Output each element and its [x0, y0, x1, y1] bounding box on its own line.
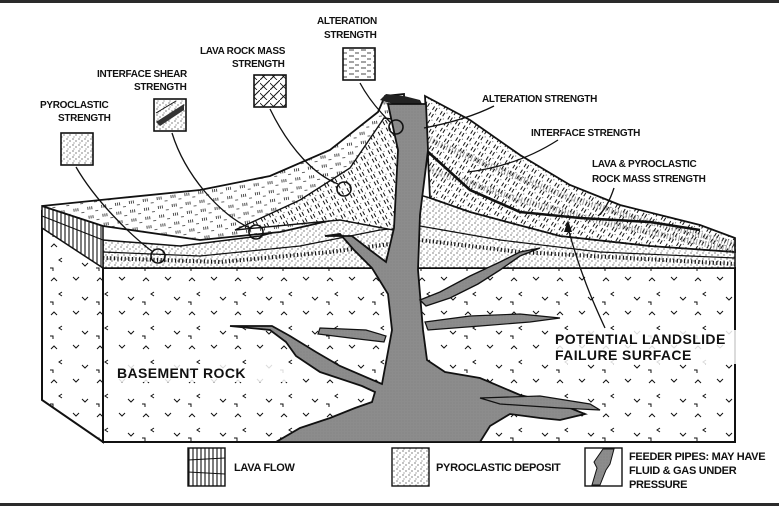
leader-lava-rock-mass [269, 108, 339, 185]
legend-label-feeder-pipes-3: PRESSURE [629, 479, 687, 491]
leader-interface-right [467, 139, 559, 173]
label-lava-rock-mass-1: LAVA ROCK MASS [200, 46, 286, 57]
label-failure-surface-2: FAILURE SURFACE [555, 347, 692, 363]
legend-item-feeder-pipes: FEEDER PIPES: MAY HAVE FLUID & GAS UNDER… [584, 447, 766, 491]
sample-points [150, 119, 404, 264]
leader-failure-surface [567, 227, 606, 329]
leader-lines [75, 82, 615, 329]
sample-point-alteration [388, 119, 404, 135]
label-interface-right: INTERFACE STRENGTH [531, 128, 640, 139]
swatch-interface-shear [153, 98, 187, 132]
label-pyroclastic-1: PYROCLASTIC [40, 100, 108, 111]
callout-swatches [60, 47, 376, 166]
legend-label-pyroclastic-deposit: PYROCLASTIC DEPOSIT [436, 462, 561, 474]
legend: LAVA FLOW PYROCLASTIC DEPOSIT FEEDER PIP… [187, 447, 766, 491]
label-interface-shear-1: INTERFACE SHEAR [97, 69, 188, 80]
label-alteration-top-2: STRENGTH [324, 30, 377, 41]
sample-point-interface-shear [248, 224, 264, 240]
leader-alteration-top [359, 82, 391, 123]
legend-label-lava-flow: LAVA FLOW [234, 462, 296, 474]
leader-pyroclastic [75, 166, 154, 253]
volcano-cone [41, 93, 736, 253]
leader-interface-shear [171, 132, 251, 229]
legend-item-pyroclastic-deposit: PYROCLASTIC DEPOSIT [391, 447, 561, 487]
sample-point-pyroclastic [150, 248, 166, 264]
pyroclastic-swatch-icon [391, 447, 430, 487]
label-interface-shear-2: STRENGTH [134, 82, 187, 93]
swatch-lava-rock-mass [253, 74, 287, 108]
swatch-pyroclastic [60, 132, 94, 166]
leader-lava-pyroclastic-right [597, 187, 615, 217]
label-alteration-right: ALTERATION STRENGTH [482, 94, 597, 105]
lava-flow-swatch-icon [187, 447, 226, 487]
legend-item-lava-flow: LAVA FLOW [187, 447, 296, 487]
feeder-pipes [229, 103, 601, 443]
label-lava-rock-mass-2: STRENGTH [232, 59, 285, 70]
failure-surface-arrowhead [564, 220, 572, 232]
legend-label-feeder-pipes-1: FEEDER PIPES: MAY HAVE [629, 451, 765, 463]
region-labels: BASEMENT ROCK POTENTIAL LANDSLIDE FAILUR… [114, 330, 762, 382]
leader-alteration-right [423, 105, 495, 129]
frame-top-bar [0, 0, 779, 3]
legend-label-feeder-pipes-2: FLUID & GAS UNDER [629, 465, 737, 477]
label-lava-pyroclastic-right-1: LAVA & PYROCLASTIC [592, 159, 696, 170]
label-basement-rock: BASEMENT ROCK [117, 365, 246, 381]
frame-bottom-bar [0, 503, 779, 506]
callout-labels: PYROCLASTIC STRENGTH INTERFACE SHEAR STR… [40, 16, 706, 185]
label-alteration-top-1: ALTERATION [317, 16, 377, 27]
sample-point-lava-rock-mass [336, 181, 352, 197]
label-failure-surface-1: POTENTIAL LANDSLIDE [555, 331, 726, 347]
label-lava-pyroclastic-right-2: ROCK MASS STRENGTH [592, 174, 706, 185]
swatch-alteration [342, 47, 376, 81]
label-pyroclastic-2: STRENGTH [58, 113, 111, 124]
